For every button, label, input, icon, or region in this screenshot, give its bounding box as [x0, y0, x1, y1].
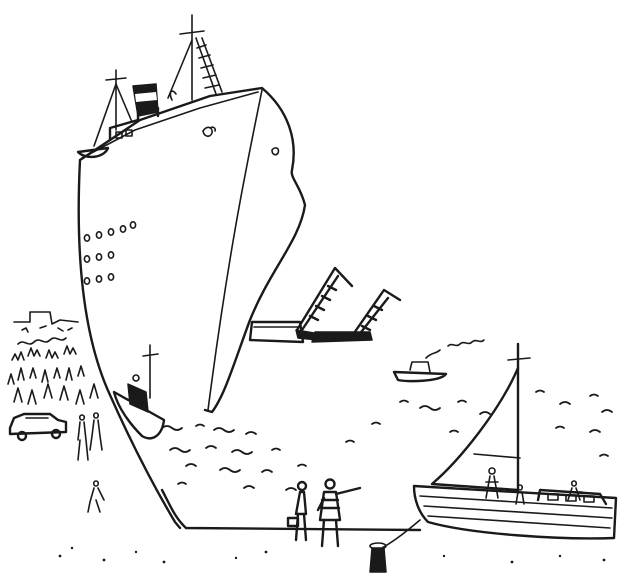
quay-edge [160, 488, 422, 532]
ship-bow-line [207, 89, 263, 411]
tugboat-cabin [127, 383, 149, 413]
ship-portholes [83, 221, 137, 285]
crane-right [350, 288, 402, 338]
man-with-briefcase [286, 480, 308, 542]
tugboat [112, 344, 166, 440]
pedestrians [77, 412, 105, 513]
crowd [7, 345, 99, 405]
ship-hull [77, 86, 307, 530]
cabin-window [583, 495, 595, 503]
bridge-window [125, 129, 133, 137]
ship-hawse-hole [271, 147, 280, 156]
bridge-window [115, 131, 123, 139]
pier-with-cranes [248, 266, 402, 344]
tugboat-lamp [132, 374, 140, 382]
sailboat [381, 342, 618, 549]
bollard [369, 542, 387, 573]
water-waves [161, 389, 613, 491]
cabin-window [547, 493, 559, 501]
sailor-figure [485, 467, 499, 499]
ship-emblem [202, 126, 216, 137]
ship-deck-line [81, 91, 259, 159]
crane-right-base [311, 331, 373, 343]
mooring-rope [381, 519, 421, 549]
mast-crossbar [507, 357, 531, 361]
tugboat-mast [142, 344, 159, 399]
shore-buildings [13, 311, 79, 345]
large-ship [76, 14, 307, 530]
sailor-figure [515, 484, 525, 505]
car [8, 412, 68, 442]
pier [248, 320, 305, 344]
sailboat-hull [412, 484, 618, 540]
crane-left [295, 266, 354, 332]
rear-mast [93, 69, 133, 147]
sail-boom [473, 453, 521, 459]
smoke-trail [447, 339, 485, 347]
sailboat-sail [430, 366, 520, 492]
man-pointing [316, 478, 362, 548]
distant-motorboat [392, 339, 485, 383]
front-mast [167, 14, 223, 101]
cabin-window [565, 494, 577, 502]
lifeboat [76, 146, 110, 159]
sailor-figure [565, 480, 583, 501]
funnel-band [135, 92, 157, 102]
ground-specks [58, 546, 606, 564]
boat-smoke [425, 349, 441, 359]
